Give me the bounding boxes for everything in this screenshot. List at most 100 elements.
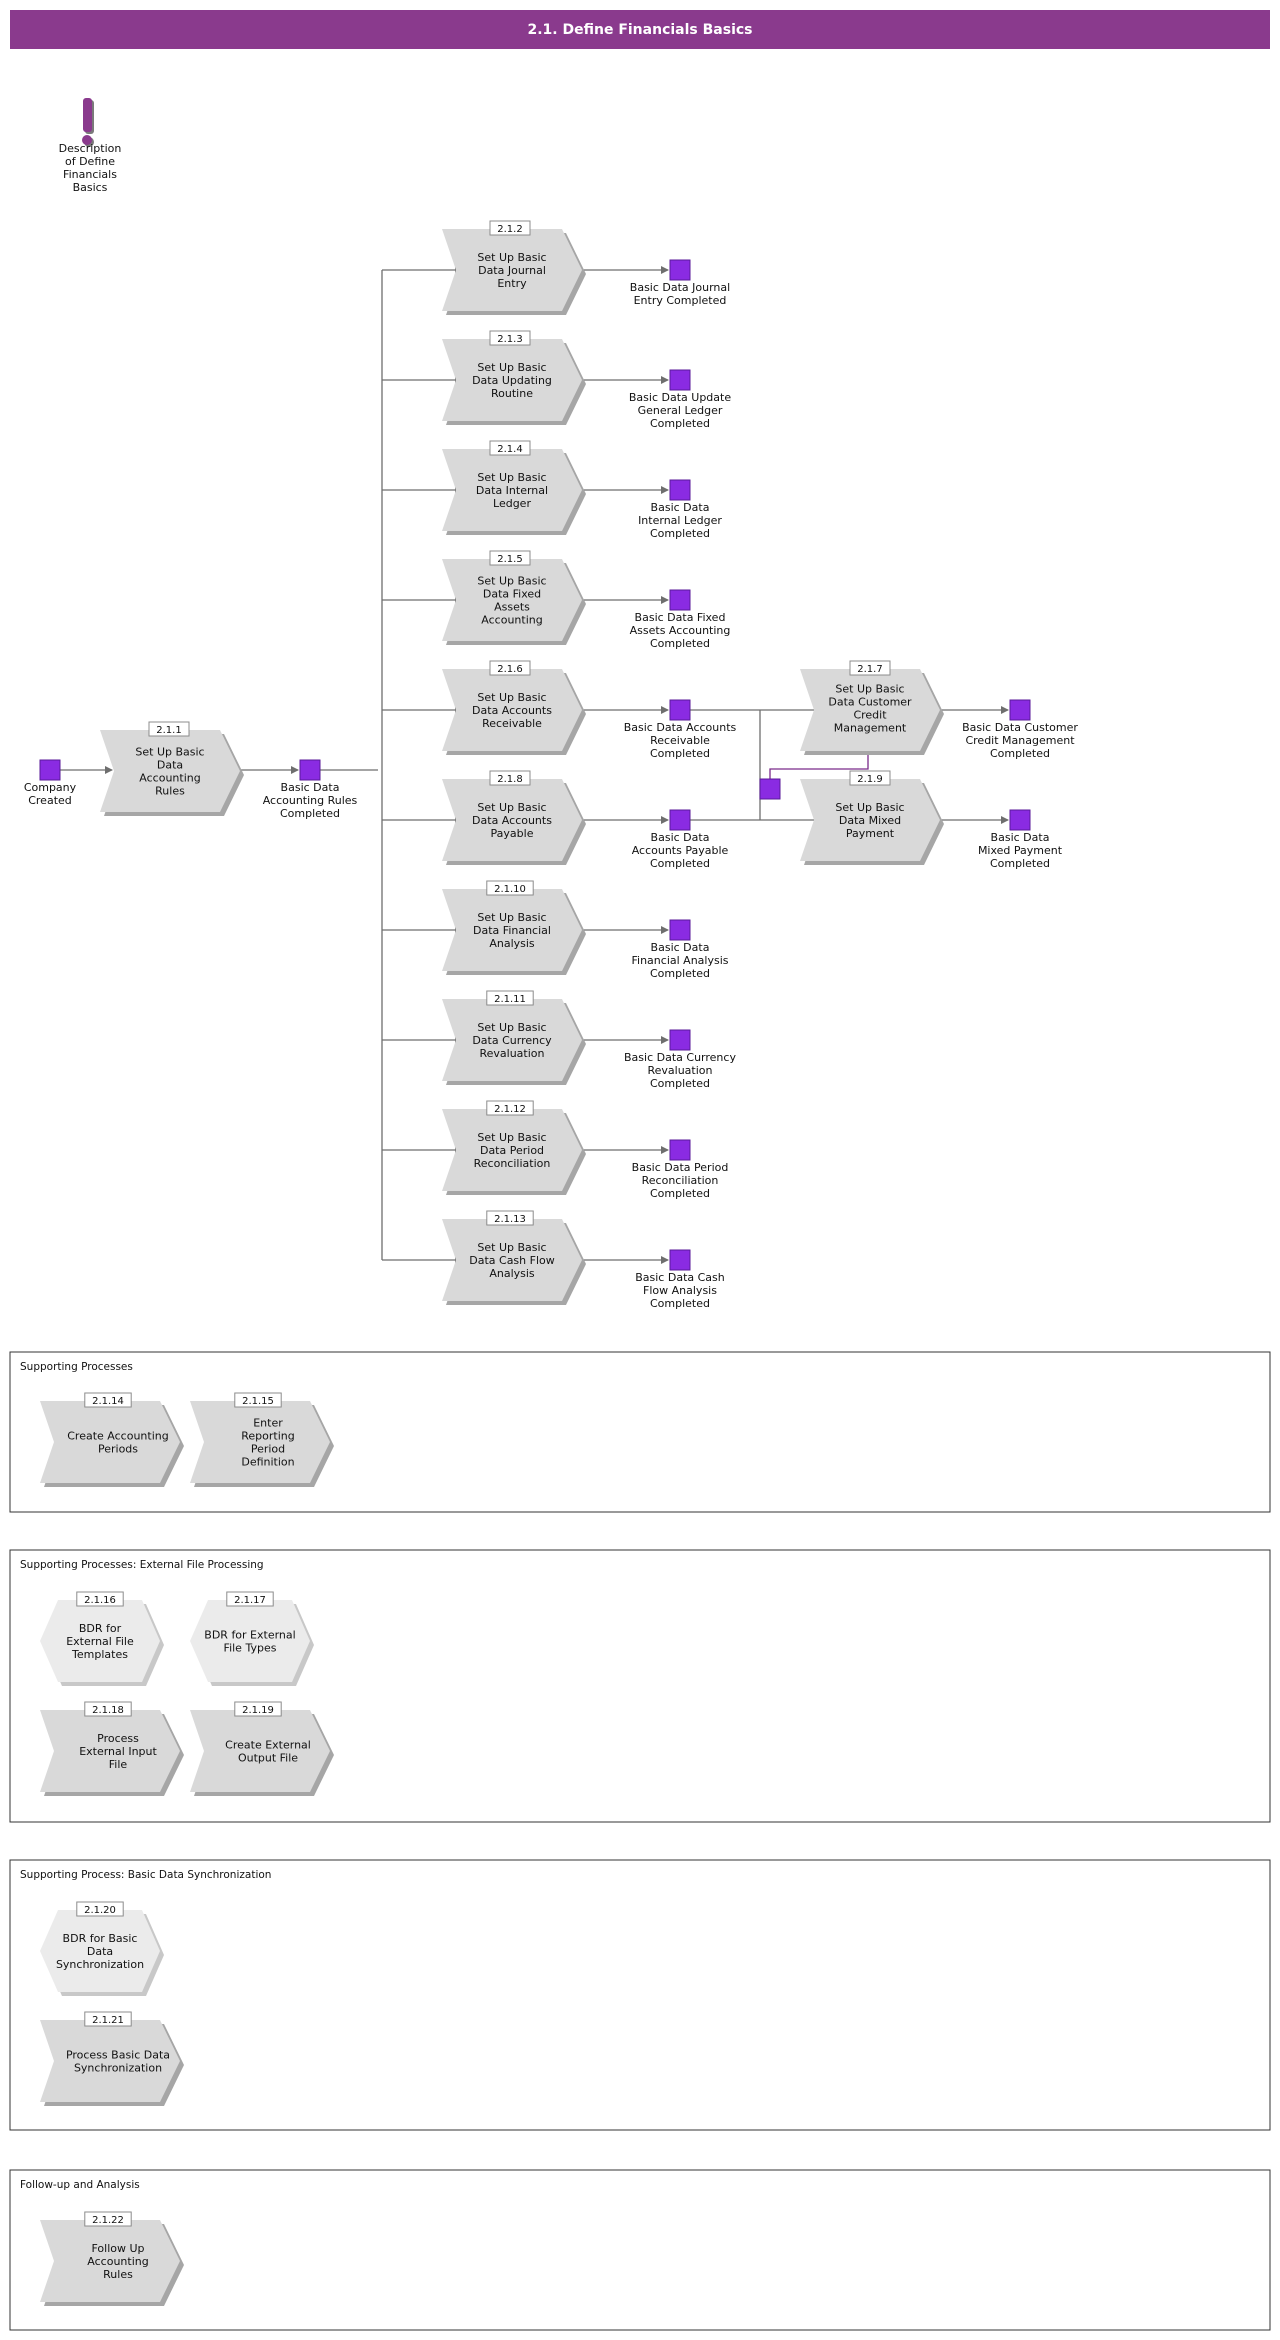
completion-event[interactable] [669,589,691,611]
completion-event[interactable] [669,1029,691,1051]
process-step[interactable] [442,339,582,421]
step-number: 2.1.7 [857,664,882,675]
hexagon-step[interactable] [40,1910,160,1992]
start-event[interactable] [39,759,61,781]
step-number-badge [489,770,531,786]
process-step-label: Set Up Basic [477,471,546,484]
process-step[interactable] [442,1219,582,1301]
description-label: of Define [65,155,115,168]
step-number: 2.1.21 [92,2015,124,2026]
process-step-label: Data Accounts [472,704,552,717]
process-step[interactable] [190,1401,330,1483]
step-number: 2.1.19 [242,1705,274,1716]
step-number: 2.1.12 [494,1104,526,1115]
event-label: Financial Analysis [632,954,729,967]
process-step[interactable] [800,779,940,861]
completion-event[interactable] [1009,809,1031,831]
step-number: 2.1.13 [494,1214,526,1225]
event-label: Accounts Payable [632,844,729,857]
event-label: Completed [650,1187,710,1200]
start-event-label: Created [28,794,72,807]
exclamation-icon[interactable] [82,98,94,147]
process-step[interactable] [442,779,582,861]
process-step-label: Set Up Basic [477,911,546,924]
process-step[interactable] [40,2220,180,2302]
event-label: Basic Data Currency [624,1051,736,1064]
process-step-label: Synchronization [56,1958,144,1971]
event-label: Basic Data Period [632,1161,729,1174]
hexagon-step[interactable] [40,1600,160,1682]
process-step[interactable] [442,559,582,641]
connector-arrow [769,742,872,779]
process-step-label: Process [97,1732,139,1745]
process-step-label: Data Accounts [472,814,552,827]
completion-event[interactable] [669,1139,691,1161]
process-step-label: BDR for [79,1622,122,1635]
process-step-label: Output File [238,1752,298,1765]
process-step-label: Data Period [480,1144,544,1157]
event-label: Accounting Rules [263,794,358,807]
step-number-badge [486,1100,534,1116]
completion-event[interactable] [669,699,691,721]
process-step-label: Set Up Basic [477,1131,546,1144]
process-step[interactable] [442,669,582,751]
alternative-event[interactable] [759,778,781,800]
process-step-label: Templates [71,1648,128,1661]
completion-event[interactable] [669,1249,691,1271]
process-step-label: Create External [225,1739,311,1752]
process-step[interactable] [442,999,582,1081]
step-number-badge [849,770,891,786]
process-step-label: Set Up Basic [477,801,546,814]
step-number-badge [489,330,531,346]
completion-event[interactable] [669,259,691,281]
step-number-badge [489,660,531,676]
process-step-label: Analysis [489,1267,535,1280]
step-number: 2.1.11 [494,994,526,1005]
event-label: Basic Data Fixed [635,611,726,624]
process-step[interactable] [442,229,582,311]
intermediate-event[interactable] [299,759,321,781]
process-step[interactable] [100,730,240,812]
section-box [9,1549,1271,1823]
completion-event[interactable] [669,809,691,831]
event-label: Basic Data [991,831,1050,844]
event-label: Completed [650,1297,710,1310]
step-number: 2.1.20 [84,1905,116,1916]
process-step[interactable] [442,449,582,531]
step-number-badge [486,990,534,1006]
process-step[interactable] [190,1710,330,1792]
completion-event[interactable] [669,369,691,391]
process-step-label: Assets [494,601,530,614]
section-title: Supporting Process: Basic Data Synchroni… [20,1869,271,1881]
process-step[interactable] [800,669,940,751]
section-box [9,1351,1271,1513]
section-box [9,2169,1271,2331]
process-step-label: Payable [491,827,534,840]
process-step[interactable] [40,2020,180,2102]
process-step-label: Create Accounting [67,1430,168,1443]
process-step[interactable] [40,1401,180,1483]
hexagon-step[interactable] [190,1600,310,1682]
step-number: 2.1.14 [92,1396,124,1407]
process-step[interactable] [442,1109,582,1191]
step-number: 2.1.9 [857,774,882,785]
step-number-badge [489,440,531,456]
completion-event[interactable] [669,479,691,501]
step-number-badge [148,721,190,737]
process-step-label: Credit [853,709,887,722]
step-number: 2.1.10 [494,884,526,895]
page-title: 2.1. Define Financials Basics [10,10,1270,49]
step-number: 2.1.17 [234,1595,266,1606]
process-step-label: Set Up Basic [477,575,546,588]
event-label: Mixed Payment [978,844,1063,857]
step-number-badge [489,220,531,236]
process-step[interactable] [442,889,582,971]
process-step-label: External File [66,1635,134,1648]
completion-event[interactable] [669,919,691,941]
step-number-badge [76,1591,124,1607]
step-number: 2.1.5 [497,554,522,565]
process-step-label: Set Up Basic [835,801,904,814]
completion-event[interactable] [1009,699,1031,721]
process-step[interactable] [40,1710,180,1792]
step-number: 2.1.22 [92,2215,124,2226]
